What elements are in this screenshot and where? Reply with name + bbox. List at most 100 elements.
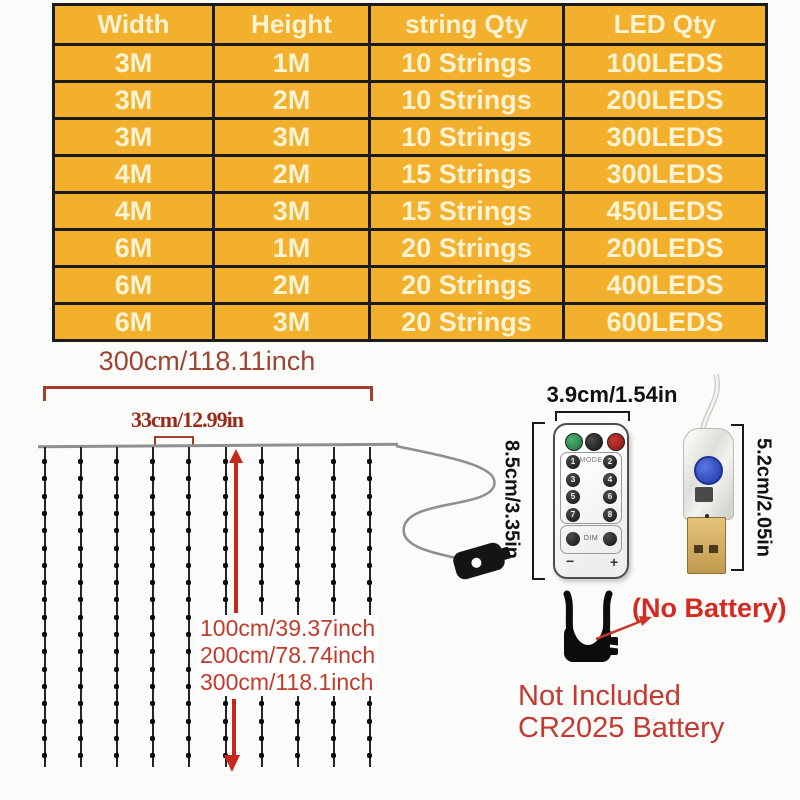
led-bulb [366, 510, 372, 516]
remote-width-label: 3.9cm/1.54in [546, 382, 678, 407]
usb-mode-button [694, 456, 723, 485]
led-bulb [330, 718, 336, 724]
remote-number-button-6: 6 [603, 490, 617, 504]
led-bulb [42, 597, 47, 603]
led-bulb [42, 735, 47, 741]
led-bulb [78, 510, 84, 516]
spec-table-cell: 3M [212, 117, 371, 157]
usb-height-bracket [731, 424, 744, 571]
led-bulb [186, 614, 192, 620]
led-bulb [222, 597, 228, 603]
light-string [150, 447, 156, 767]
led-bulb [258, 476, 264, 482]
led-bulb [258, 597, 264, 603]
spec-table-cell: 4M [52, 191, 215, 231]
led-bulb [78, 597, 84, 603]
led-bulb [150, 580, 156, 586]
remote-dim-minus-button [566, 532, 580, 546]
led-bulb [114, 562, 120, 568]
spec-table-cell: 2M [212, 154, 371, 194]
led-bulb [366, 545, 372, 551]
led-bulb [330, 580, 336, 586]
led-bulb [186, 545, 192, 551]
led-bulb [258, 580, 264, 586]
led-bulb [186, 753, 192, 759]
led-bulb [114, 632, 120, 637]
led-bulb [42, 476, 47, 482]
spec-table-cell: 3M [52, 80, 215, 120]
spec-table-cell: 450LEDS [562, 191, 768, 231]
spec-table-cell: 200LEDS [562, 228, 768, 268]
led-spacing-bracket [154, 436, 194, 447]
usb-plug [687, 514, 726, 574]
led-bulb [186, 649, 192, 655]
led-bulb [258, 701, 264, 707]
remote-height-bracket [532, 422, 545, 580]
remote-number-button-2: 2 [603, 455, 617, 469]
led-bulb [366, 580, 372, 586]
led-bulb [114, 614, 120, 620]
led-bulb [222, 701, 228, 707]
led-bulb [78, 683, 84, 689]
led-bulb [294, 510, 300, 516]
usb-controller-body [683, 428, 734, 520]
remote-number-button-1: 1 [566, 455, 580, 469]
spec-table-cell: 10 Strings [368, 80, 565, 120]
led-bulb [294, 701, 300, 707]
led-bulb [294, 476, 300, 482]
led-bulb [294, 562, 300, 568]
light-string [114, 447, 120, 767]
battery-note-line2: CR2025 Battery [518, 712, 725, 744]
led-bulb [186, 597, 192, 603]
led-bulb [294, 735, 300, 741]
led-bulb [114, 666, 120, 672]
height-arrow-down-head [224, 755, 240, 772]
led-bulb [78, 476, 84, 482]
led-bulb [330, 597, 336, 603]
light-string [78, 447, 84, 767]
led-bulb [42, 493, 47, 499]
dim-label: DIM [583, 535, 599, 542]
led-bulb [150, 459, 156, 464]
led-bulb [78, 614, 84, 620]
led-bulb [222, 735, 228, 741]
spec-table-cell: 400LEDS [562, 265, 768, 305]
led-bulb [294, 545, 300, 551]
spec-table-cell: 10 Strings [368, 117, 565, 157]
led-bulb [42, 666, 47, 672]
height-arrow-down-line [232, 699, 236, 756]
led-bulb [42, 545, 47, 551]
led-bulb [366, 597, 372, 603]
led-bulb [186, 528, 192, 534]
spec-table-cell: 15 Strings [368, 154, 565, 194]
light-string [186, 447, 192, 767]
spec-table-header-cell: Height [212, 3, 371, 46]
led-bulb [150, 562, 156, 568]
led-bulb [78, 666, 84, 672]
led-bulb [330, 753, 336, 759]
led-bulb [42, 683, 47, 689]
usb-height-label: 5.2cm/2.05in [752, 438, 775, 557]
led-bulb [150, 735, 156, 741]
led-bulb [258, 735, 264, 741]
spec-table-cell: 20 Strings [368, 228, 565, 268]
led-bulb [366, 459, 372, 464]
led-bulb [222, 510, 228, 516]
led-bulb [42, 459, 47, 464]
mode-label: MODE [579, 457, 603, 464]
curtain-height-labels: 100cm/39.37inch 200cm/78.74inch 300cm/11… [197, 615, 379, 696]
led-bulb [186, 718, 192, 724]
remote-number-button-4: 4 [603, 472, 617, 487]
remote-red-button [607, 433, 625, 451]
led-bulb [186, 476, 192, 482]
led-bulb [42, 701, 47, 707]
usb-slot-left [694, 545, 703, 553]
led-bulb [330, 493, 336, 499]
led-bulb [222, 580, 228, 586]
led-bulb [186, 632, 192, 637]
light-string [330, 447, 336, 767]
led-bulb [42, 562, 47, 568]
